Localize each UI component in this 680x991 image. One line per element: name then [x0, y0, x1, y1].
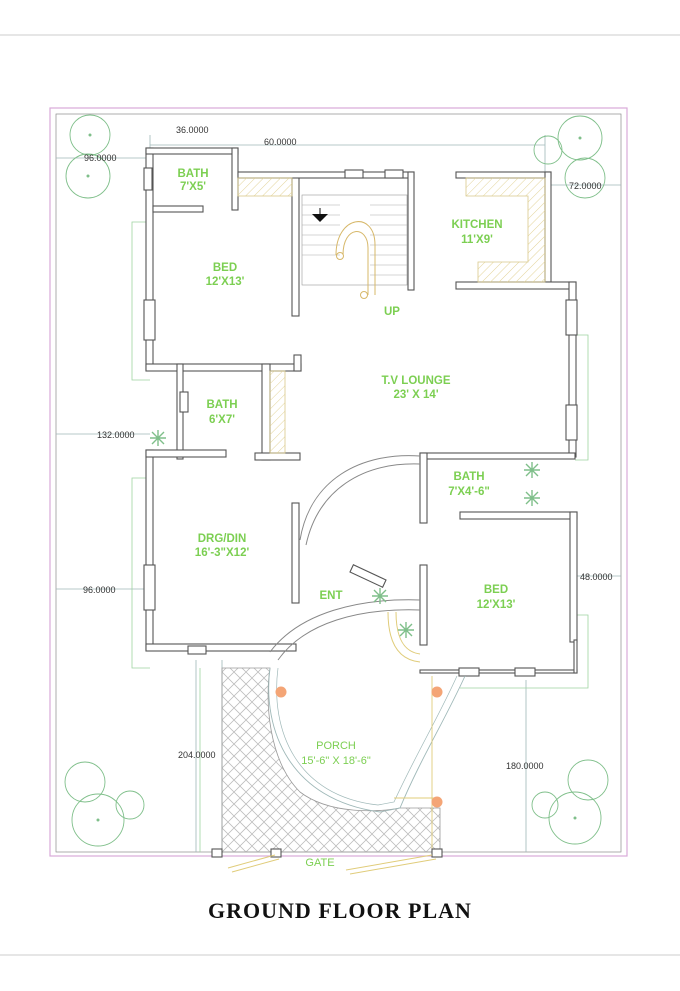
curved-walls	[269, 455, 421, 663]
plan-title: GROUND FLOOR PLAN	[208, 898, 472, 923]
entrance-door	[349, 564, 387, 588]
bed1-size: 12'X13'	[206, 276, 245, 288]
kitchen-size: 11'X9'	[461, 234, 493, 246]
tree-top-right	[533, 115, 606, 199]
staircase	[301, 194, 408, 299]
tree-bottom-left	[64, 761, 145, 847]
entrance-label: ENT	[320, 590, 343, 602]
dimension-96-mid: 96.0000	[83, 585, 116, 595]
bath3-name: BATH	[453, 471, 484, 483]
dimension-180: 180.0000	[506, 761, 544, 771]
tree-bottom-right	[531, 759, 609, 845]
walls	[143, 147, 578, 677]
bath2-name: BATH	[206, 399, 237, 411]
porch-name: PORCH	[316, 740, 356, 752]
tv-lounge-size: 23' X 14'	[393, 389, 438, 401]
gate	[211, 848, 443, 875]
hatched-areas	[237, 177, 546, 454]
bed1-name: BED	[213, 262, 237, 274]
drg-din-size: 16'-3"X12'	[195, 547, 250, 559]
tv-lounge-name: T.V LOUNGE	[381, 375, 450, 387]
dimension-72: 72.0000	[569, 181, 602, 191]
stairs-up-label: UP	[384, 306, 400, 318]
bed2-name: BED	[484, 584, 508, 596]
bath1-name: BATH	[177, 168, 208, 180]
sheet-frame	[0, 34, 680, 956]
bed2-size: 12'X13'	[477, 599, 516, 611]
porch-size: 15'-6" X 18'-6"	[301, 755, 371, 767]
dimension-132: 132.0000	[97, 430, 135, 440]
drg-din-name: DRG/DIN	[198, 533, 247, 545]
dimension-48: 48.0000	[580, 572, 613, 582]
dimension-204: 204.0000	[178, 750, 216, 760]
gate-label: GATE	[305, 857, 334, 869]
tree-top-left	[65, 114, 111, 199]
bath2-size: 6'X7'	[209, 414, 235, 426]
porch-lights	[275, 686, 443, 808]
bath1-size: 7'X5'	[180, 181, 206, 193]
dimension-36: 36.0000	[176, 125, 209, 135]
kitchen-name: KITCHEN	[451, 219, 502, 231]
dimension-60: 60.0000	[264, 137, 297, 147]
indoor-plants	[150, 430, 540, 638]
porch-paving	[221, 667, 466, 853]
garden-edges	[131, 221, 589, 852]
dimension-96-top: 96.0000	[84, 153, 117, 163]
bath3-size: 7'X4'-6"	[448, 486, 490, 498]
